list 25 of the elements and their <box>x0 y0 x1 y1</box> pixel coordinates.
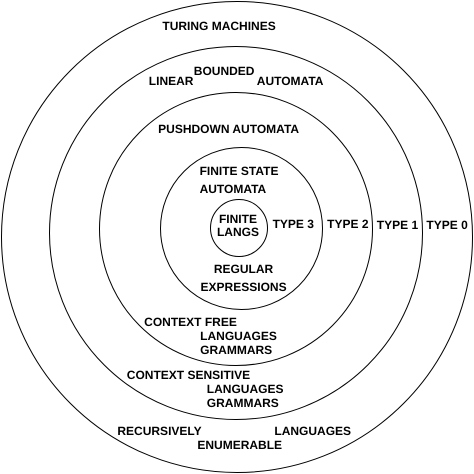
set-label: CONTEXT SENSITIVE <box>126 368 250 382</box>
nested-circle <box>98 92 373 366</box>
set-label: LANGUAGES <box>206 382 284 396</box>
set-label: FINITE STATE AUTOMATA <box>200 162 280 198</box>
set-label: AUTOMATA <box>256 74 324 88</box>
set-label: TURING MACHINES <box>162 19 276 34</box>
set-label: PUSHDOWN AUTOMATA <box>158 122 300 136</box>
set-label: TYPE 3 <box>272 216 314 231</box>
set-label: GRAMMARS <box>206 396 279 410</box>
set-label: TYPE 0 <box>426 218 468 232</box>
set-label: LANGUAGES <box>274 424 352 438</box>
set-label: BOUNDED <box>194 64 254 78</box>
set-label: LANGUAGES <box>200 329 277 344</box>
set-label: TYPE 1 <box>376 218 418 232</box>
set-label: GRAMMARS <box>200 343 272 358</box>
set-label: TYPE 2 <box>327 217 369 232</box>
set-label: FINITE LANGS <box>216 212 260 239</box>
nested-circle <box>49 46 424 420</box>
nested-circle <box>160 147 324 310</box>
nested-circle <box>210 198 268 257</box>
set-label: CONTEXT FREE <box>144 315 237 330</box>
set-label: LINEAR <box>148 74 194 88</box>
set-label: ENUMERABLE <box>197 438 282 452</box>
set-label: RECURSIVELY <box>117 424 202 438</box>
set-label: REGULAR EXPRESSIONS <box>200 260 288 296</box>
